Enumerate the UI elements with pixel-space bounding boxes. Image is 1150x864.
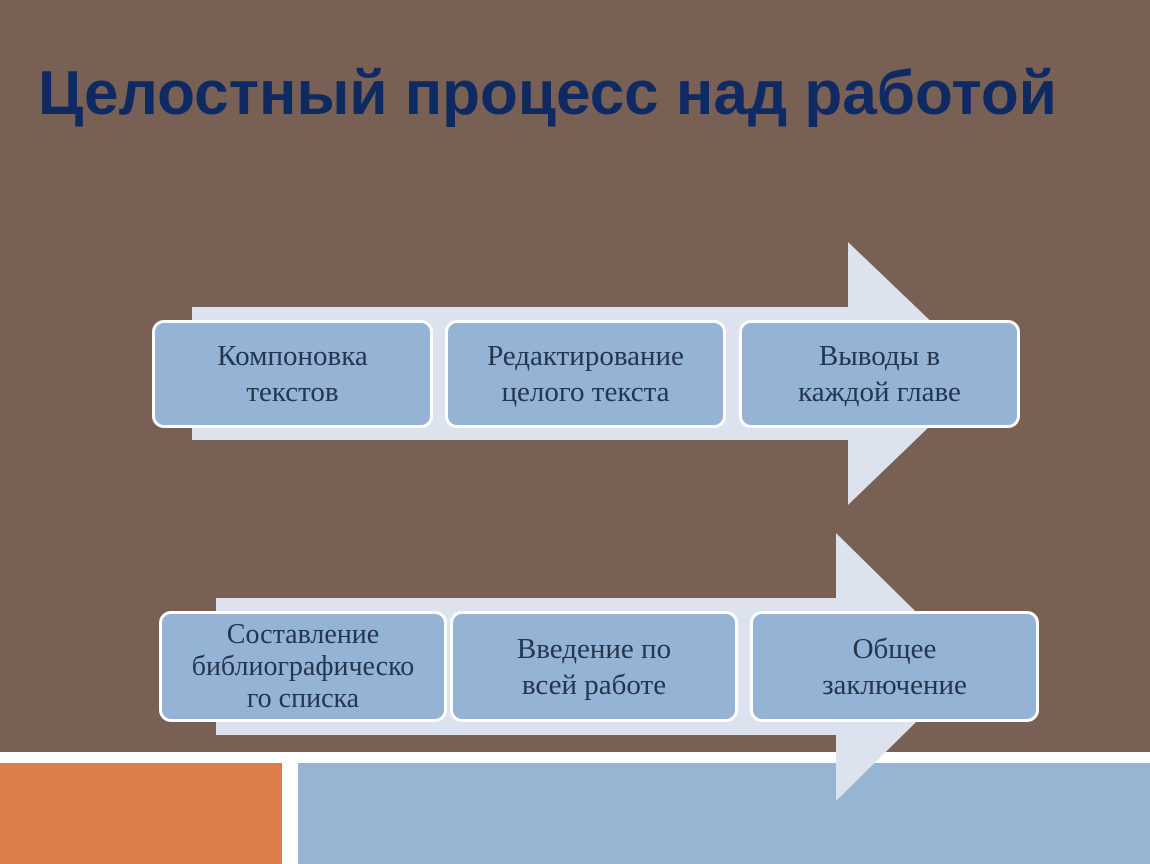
step-line: текстов bbox=[246, 376, 339, 408]
step-line: каждой главе bbox=[798, 376, 961, 408]
step-line: Введение по bbox=[516, 632, 672, 665]
bottom-orange-bar bbox=[0, 763, 282, 864]
step-editing: Редактирование целого текста bbox=[445, 320, 726, 428]
step-line: Редактирование bbox=[487, 340, 684, 372]
bottom-blue-bar bbox=[298, 763, 1150, 864]
step-general-conclusion: Общее заключение bbox=[750, 611, 1039, 722]
step-line: Компоновка bbox=[217, 340, 368, 372]
slide-title: Целостный процесс над работой bbox=[38, 59, 1057, 128]
step-line: заключение bbox=[822, 668, 967, 701]
step-chapter-conclusions: Выводы в каждой главе bbox=[739, 320, 1020, 428]
step-introduction: Введение по всей работе bbox=[450, 611, 738, 722]
step-line: целого текста bbox=[501, 376, 670, 408]
step-line: Общее bbox=[852, 632, 937, 665]
step-line: всей работе bbox=[521, 668, 667, 701]
step-line: го списка bbox=[246, 682, 360, 714]
step-bibliography: Составление библиографическо го списка bbox=[159, 611, 447, 722]
step-text-layout: Компоновка текстов bbox=[152, 320, 433, 428]
step-line: Выводы в bbox=[818, 340, 941, 372]
step-line: Составление bbox=[226, 618, 380, 650]
step-line: библиографическо bbox=[191, 650, 415, 682]
